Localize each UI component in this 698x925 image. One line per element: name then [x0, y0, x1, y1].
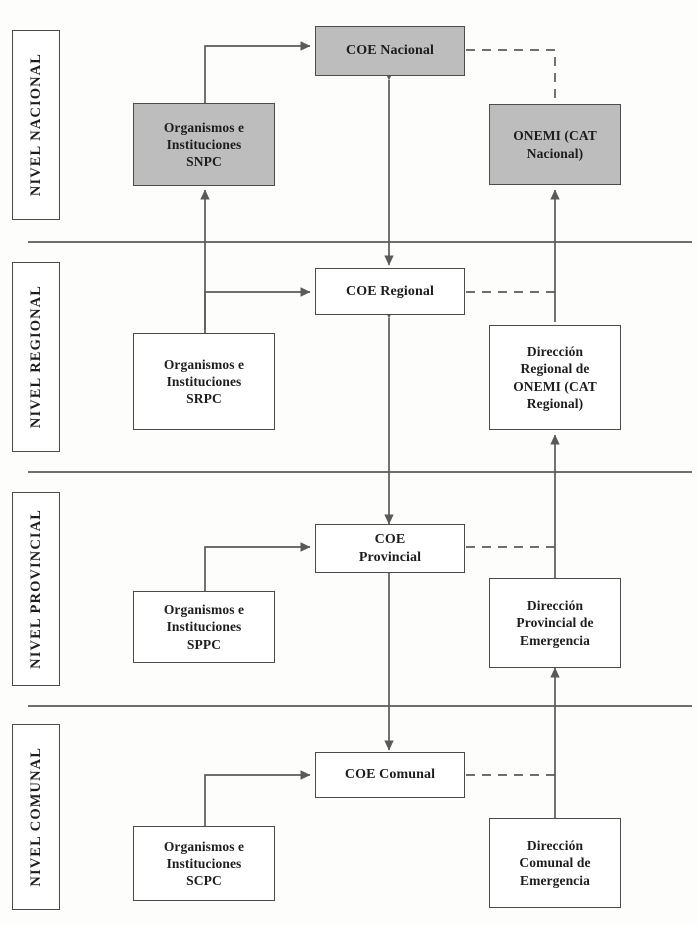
node-coe-provincial-label: COE Provincial [358, 531, 422, 565]
level-label-provincial-text: NIVEL PROVINCIAL [27, 509, 44, 669]
level-label-nacional-text: NIVEL NACIONAL [27, 53, 44, 197]
level-label-comunal-text: NIVEL COMUNAL [27, 747, 44, 887]
node-coe-regional-label: COE Regional [346, 283, 434, 299]
node-direccion-regional-onemi-label: Dirección Regional de ONEMI (CAT Regiona… [513, 343, 597, 411]
node-direccion-provincial-emergencia-label: Dirección Provincial de Emergencia [516, 598, 594, 648]
node-organismos-sppc-label: Organismos e Instituciones SPPC [163, 602, 245, 652]
link-organismos-scpc-to-coe-comunal [204, 770, 311, 826]
node-organismos-srpc[interactable]: Organismos e Instituciones SRPC [133, 333, 275, 430]
node-organismos-scpc-label: Organismos e Instituciones SCPC [163, 838, 245, 889]
level-label-regional-text: NIVEL REGIONAL [27, 285, 44, 429]
node-direccion-comunal-emergencia[interactable]: Dirección Comunal de Emergencia [489, 818, 621, 908]
node-coe-nacional[interactable]: COE Nacional [315, 26, 465, 76]
node-organismos-snpc-label: Organismos e Instituciones SNPC [163, 119, 245, 170]
node-coe-comunal[interactable]: COE Comunal [315, 752, 465, 798]
level-label-comunal: NIVEL COMUNAL [12, 724, 60, 910]
node-onemi-cat-nacional-label: ONEMI (CAT Nacional) [513, 128, 597, 161]
node-organismos-scpc[interactable]: Organismos e Instituciones SCPC [133, 826, 275, 901]
level-label-nacional: NIVEL NACIONAL [12, 30, 60, 220]
node-onemi-cat-nacional[interactable]: ONEMI (CAT Nacional) [489, 104, 621, 185]
node-coe-nacional-label: COE Nacional [346, 43, 434, 59]
node-direccion-regional-onemi[interactable]: Dirección Regional de ONEMI (CAT Regiona… [489, 325, 621, 430]
node-organismos-snpc[interactable]: Organismos e Instituciones SNPC [133, 103, 275, 186]
node-organismos-sppc[interactable]: Organismos e Instituciones SPPC [133, 591, 275, 663]
node-coe-regional[interactable]: COE Regional [315, 268, 465, 315]
link-organismos-sppc-to-coe-provincial [204, 542, 311, 591]
node-coe-provincial[interactable]: COE Provincial [315, 524, 465, 573]
node-organismos-srpc-label: Organismos e Instituciones SRPC [163, 356, 245, 407]
node-direccion-provincial-emergencia[interactable]: Dirección Provincial de Emergencia [489, 578, 621, 668]
link-coe-nacional-to-onemi-dashed [466, 49, 556, 103]
node-direccion-comunal-emergencia-label: Dirección Comunal de Emergencia [519, 838, 591, 888]
node-coe-comunal-label: COE Comunal [344, 767, 436, 783]
link-organismos-snpc-to-coe-nacional [204, 41, 311, 103]
level-label-provincial: NIVEL PROVINCIAL [12, 492, 60, 686]
link-organismos-srpc-to-coe-regional [204, 287, 311, 333]
level-label-regional: NIVEL REGIONAL [12, 262, 60, 452]
